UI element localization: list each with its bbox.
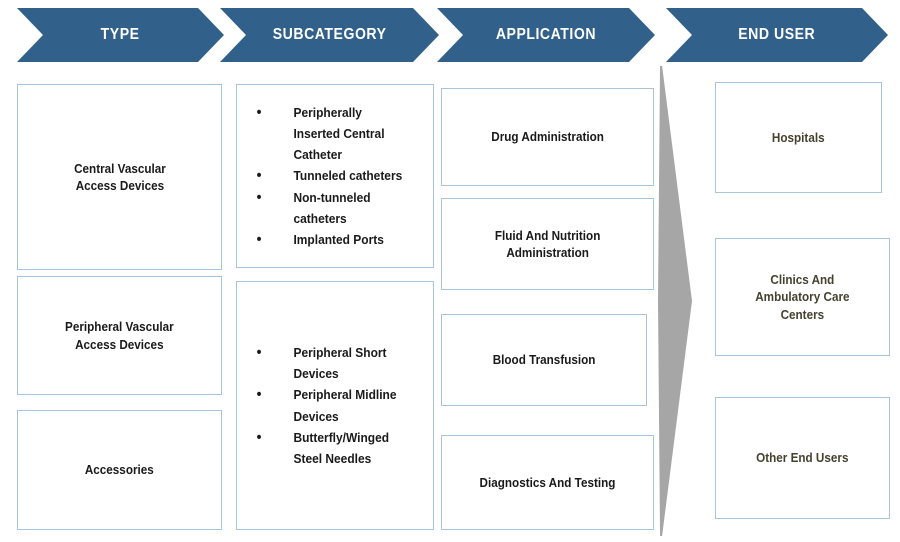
end-user-box-label: Hospitals xyxy=(772,129,825,145)
type-box-accessories[interactable]: Accessories xyxy=(17,410,222,530)
application-box-blood-transfusion[interactable]: Blood Transfusion xyxy=(441,314,647,406)
application-box-label: Diagnostics And Testing xyxy=(479,474,616,490)
subcategory-bullet-list: Peripherally Inserted Central Catheter T… xyxy=(237,101,433,252)
flow-arrow-icon xyxy=(658,66,692,536)
list-item: Peripherally Inserted Central Catheter xyxy=(253,101,411,165)
header-chevron-end-user[interactable]: END USER xyxy=(666,8,888,62)
list-item: Peripheral Short Devices xyxy=(253,341,411,384)
end-user-box-label: Other End Users xyxy=(756,450,849,466)
header-chevron-application[interactable]: APPLICATION xyxy=(437,8,655,62)
list-item: Butterfly/Winged Steel Needles xyxy=(253,426,411,469)
type-box-label: Accessories xyxy=(85,462,154,478)
end-user-box-other-end-users[interactable]: Other End Users xyxy=(715,397,890,519)
header-chevron-subcategory-label: SUBCATEGORY xyxy=(272,26,387,43)
end-user-box-hospitals[interactable]: Hospitals xyxy=(715,82,882,193)
list-item: Peripheral Midline Devices xyxy=(253,383,411,426)
list-item: Implanted Ports xyxy=(253,228,411,252)
application-box-drug-administration[interactable]: Drug Administration xyxy=(441,88,654,186)
header-chevron-subcategory[interactable]: SUBCATEGORY xyxy=(220,8,439,62)
subcategory-box-central[interactable]: Peripherally Inserted Central Catheter T… xyxy=(236,84,434,268)
header-chevron-type[interactable]: TYPE xyxy=(17,8,224,62)
application-box-label: Drug Administration xyxy=(491,129,604,145)
subcategory-bullet-list: Peripheral Short Devices Peripheral Midl… xyxy=(237,341,433,469)
list-item: Non-tunneled catheters xyxy=(253,186,411,229)
subcategory-box-peripheral[interactable]: Peripheral Short Devices Peripheral Midl… xyxy=(236,281,434,530)
header-chevron-application-label: APPLICATION xyxy=(495,26,597,43)
header-chevron-type-label: TYPE xyxy=(101,26,140,43)
list-item: Tunneled catheters xyxy=(253,164,411,188)
application-box-label: Blood Transfusion xyxy=(492,352,596,368)
application-box-diagnostics-and-testing[interactable]: Diagnostics And Testing xyxy=(441,435,654,530)
header-chevron-end-user-label: END USER xyxy=(738,26,816,43)
